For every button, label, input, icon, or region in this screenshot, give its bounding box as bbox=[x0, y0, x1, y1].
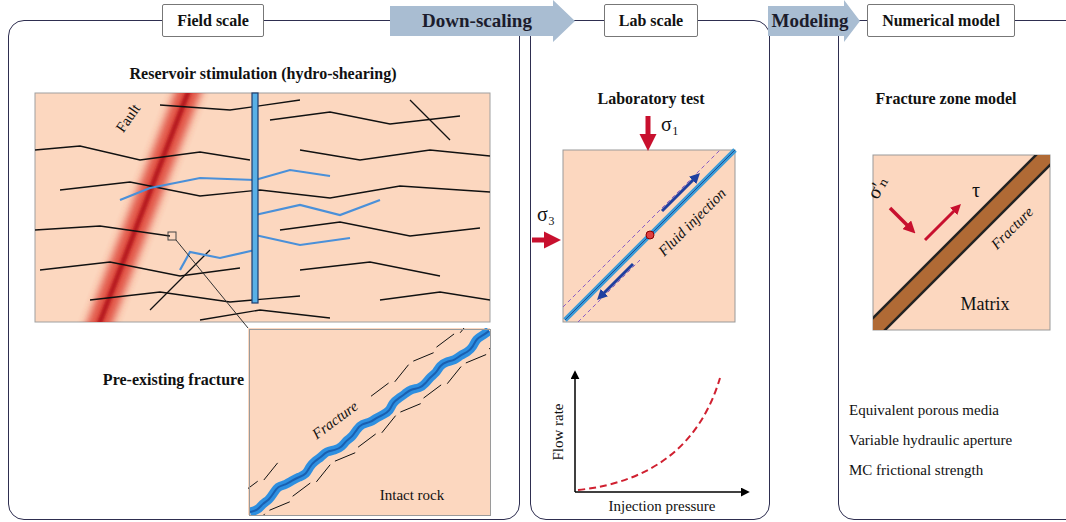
micro-crack bbox=[489, 336, 490, 349]
micro-crack bbox=[400, 404, 420, 412]
fracture-core bbox=[250, 331, 489, 512]
stimulated-trace bbox=[255, 235, 350, 245]
micro-crack bbox=[358, 434, 376, 447]
stress-label: σ₃ bbox=[537, 202, 555, 226]
fracture-trace bbox=[300, 262, 440, 276]
micro-crack bbox=[264, 463, 278, 480]
fracture-band bbox=[873, 155, 1050, 330]
scale-panel: Numerical modelFracture zone modelEquiva… bbox=[838, 20, 1066, 520]
panel-subtitle: Reservoir stimulation (hydro-shearing) bbox=[130, 64, 397, 83]
stress-arrow bbox=[646, 116, 651, 144]
shear-arrow bbox=[600, 264, 633, 297]
panel-subtitle: Laboratory test bbox=[597, 89, 704, 108]
micro-crack bbox=[395, 365, 409, 382]
panel-subtitle: Pre-existing fracture bbox=[103, 370, 244, 389]
inset-ground bbox=[248, 328, 490, 515]
chart-axis bbox=[575, 491, 748, 493]
scale-arrow bbox=[390, 0, 575, 42]
injection-point bbox=[646, 231, 654, 239]
natural-fractures bbox=[35, 100, 490, 320]
matrix-label: Matrix bbox=[961, 294, 1010, 316]
micro-crack bbox=[371, 383, 389, 396]
micro-crack bbox=[447, 367, 461, 384]
stimulated-trace bbox=[255, 170, 330, 180]
fracture-trace bbox=[300, 150, 490, 160]
stimulated-trace bbox=[255, 200, 380, 215]
fracture-trace bbox=[160, 100, 300, 110]
rock-label: Intact rock bbox=[380, 486, 445, 504]
panel-header: Lab scale bbox=[604, 4, 698, 37]
fracture-trace bbox=[410, 100, 450, 140]
model-feature: MC frictional strength bbox=[849, 461, 983, 479]
rock-sample bbox=[563, 150, 735, 322]
flow-curve bbox=[578, 378, 720, 490]
sample-fracture bbox=[565, 150, 735, 320]
axis-label: Flow rate bbox=[549, 403, 567, 460]
fracture-zone-model bbox=[845, 131, 1066, 350]
stress-label: σ₁ bbox=[661, 112, 679, 136]
fracture-trace bbox=[90, 292, 300, 302]
inset-fracture bbox=[248, 328, 490, 515]
fracture-band bbox=[250, 331, 489, 512]
fracture-trace bbox=[380, 292, 490, 300]
fracture-trace bbox=[200, 310, 330, 320]
zoom-leader bbox=[176, 240, 248, 328]
micro-crack bbox=[436, 334, 454, 347]
axis-label: Injection pressure bbox=[608, 497, 715, 515]
stress-arrow bbox=[532, 238, 554, 243]
scale-panel: Field scaleReservoir stimulation (hydro-… bbox=[8, 20, 520, 520]
reservoir-scene bbox=[35, 82, 490, 335]
arrow-label: Down-scaling bbox=[422, 10, 532, 33]
scale-arrow bbox=[768, 0, 860, 42]
sample-fracture-edge bbox=[565, 150, 735, 320]
chart-axis bbox=[574, 372, 576, 492]
micro-crack bbox=[251, 514, 265, 515]
injection-well bbox=[252, 93, 258, 303]
fault-band bbox=[95, 93, 192, 322]
micro-crack bbox=[466, 355, 486, 363]
fracture-inset bbox=[240, 316, 506, 522]
shear-arrow bbox=[662, 176, 697, 211]
flow-line bbox=[578, 260, 640, 322]
shear-stress-arrow bbox=[925, 207, 958, 240]
inset-box: Pre-existing fracture bbox=[249, 329, 491, 516]
micro-crack bbox=[382, 416, 396, 433]
fracture-edge bbox=[873, 155, 1050, 330]
normal-stress-arrow bbox=[890, 208, 912, 230]
stress-label: τ bbox=[972, 178, 980, 202]
fracture-trace bbox=[40, 262, 240, 276]
arrow-label: Modeling bbox=[771, 10, 848, 33]
fracture-edge bbox=[873, 155, 1050, 330]
stimulated-fractures bbox=[120, 170, 380, 270]
fracture-trace bbox=[150, 250, 210, 310]
micro-crack bbox=[316, 465, 330, 482]
micro-crack bbox=[335, 453, 355, 461]
model-feature: Equivalent porous media bbox=[849, 401, 999, 419]
fault-core bbox=[95, 93, 192, 322]
fault-zone bbox=[95, 93, 192, 322]
micro-crack bbox=[413, 353, 433, 361]
panel-header: Field scale bbox=[162, 4, 264, 37]
fracture-trace bbox=[60, 182, 490, 198]
fracture-trace bbox=[35, 226, 170, 236]
panel-subtitle: Fracture zone model bbox=[876, 89, 1017, 108]
fracture-zone bbox=[873, 155, 1050, 330]
model-feature: Variable hydraulic aperture bbox=[849, 431, 1012, 449]
micro-crack bbox=[269, 502, 289, 510]
zoom-box bbox=[168, 232, 176, 240]
lab-test bbox=[532, 116, 748, 492]
panel-header: Numerical model bbox=[867, 4, 1015, 37]
fracture-trace bbox=[280, 222, 480, 236]
stimulated-trace bbox=[180, 250, 255, 270]
stimulated-trace bbox=[120, 178, 255, 200]
micro-crack bbox=[424, 385, 442, 398]
fracture-trace bbox=[35, 146, 250, 160]
micro-crack bbox=[293, 483, 311, 496]
